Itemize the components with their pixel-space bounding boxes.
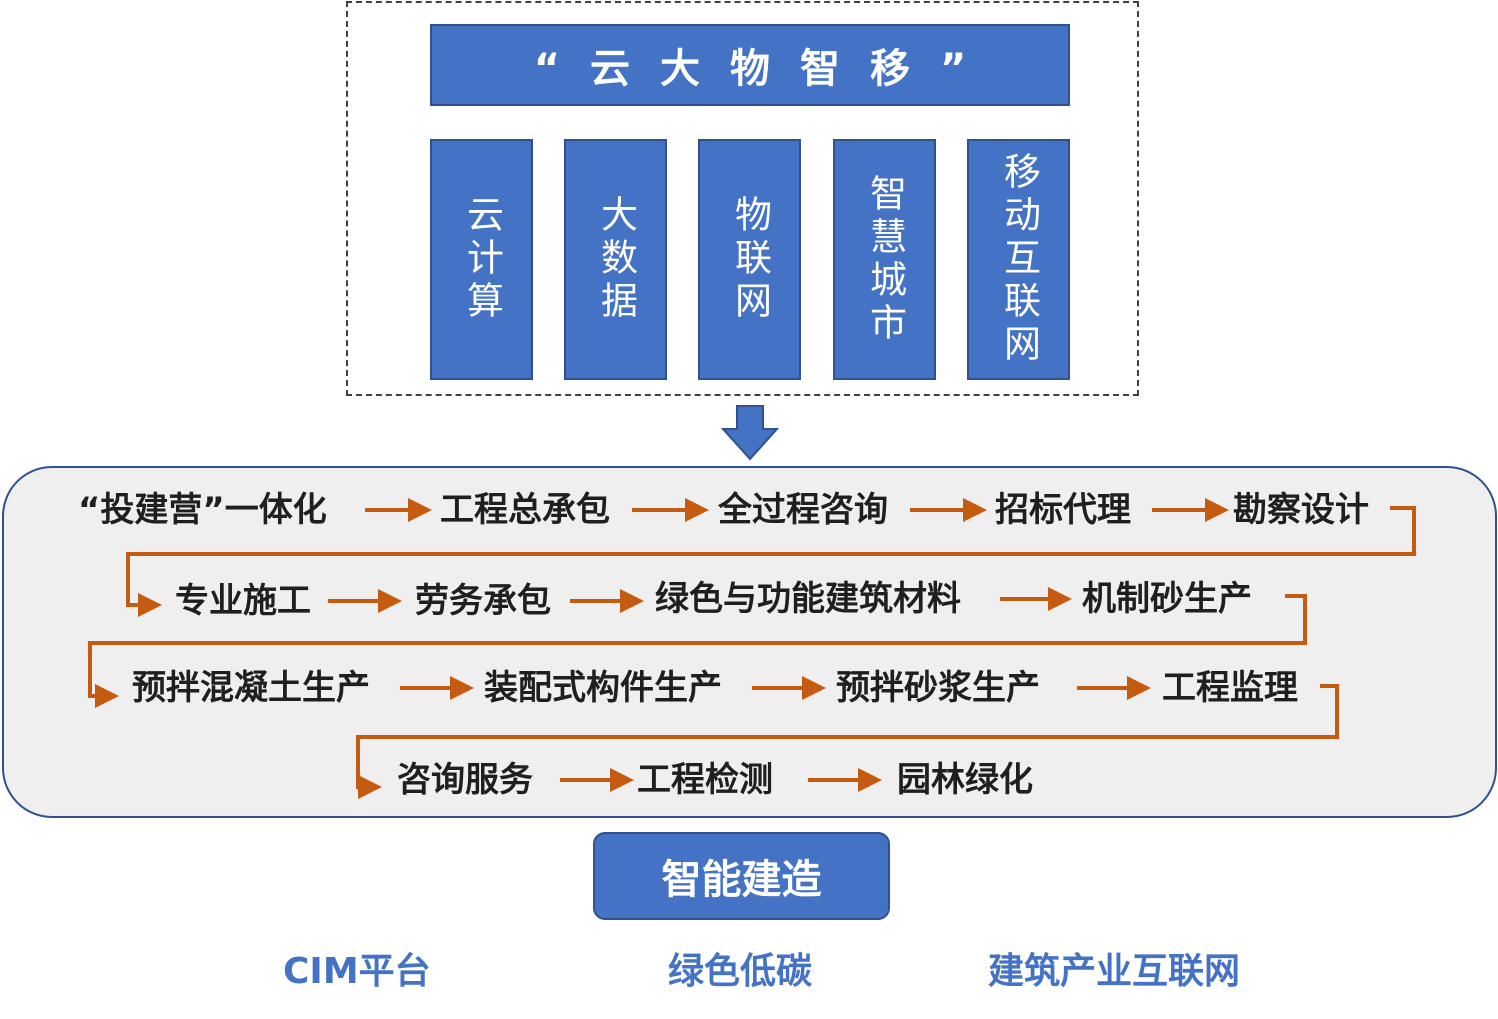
tech-label: 大数据 <box>594 195 638 324</box>
chain-item-consulting-services: 咨询服务 <box>397 760 533 800</box>
tech-box-smart-city: 智慧城市 <box>833 139 936 380</box>
chain-item-whole-process-consulting: 全过程咨询 <box>718 490 888 530</box>
chain-item-epc: 工程总承包 <box>440 490 610 530</box>
tech-label: 云计算 <box>460 195 504 324</box>
chain-item-professional-construction: 专业施工 <box>175 581 311 621</box>
pillar-construction-internet: 建筑产业互联网 <box>988 951 1241 992</box>
smart-construction-box: 智能建造 <box>593 832 890 920</box>
chain-item-labor-contracting: 劳务承包 <box>415 581 551 621</box>
chain-item-bidding-agency: 招标代理 <box>995 490 1131 530</box>
tech-box-big-data: 大数据 <box>564 139 667 380</box>
chain-item-ready-mix-mortar: 预拌砂浆生产 <box>836 668 1040 708</box>
chain-wrap-arrow <box>126 506 1416 617</box>
chain-item-green-materials: 绿色与功能建筑材料 <box>655 579 961 619</box>
tech-box-iot: 物联网 <box>698 139 801 380</box>
down-arrow-icon <box>721 405 779 461</box>
chain-wrap-arrow <box>356 684 1339 799</box>
technology-banner: “云大物智移” <box>430 24 1070 106</box>
chain-item-invest-build-operate: “投建营”一体化 <box>78 490 327 530</box>
tech-box-cloud-computing: 云计算 <box>430 139 533 380</box>
tech-label: 移动互联网 <box>997 152 1041 367</box>
chain-item-survey-design: 勘察设计 <box>1233 490 1369 530</box>
chain-item-engineering-testing: 工程检测 <box>637 760 773 800</box>
pillar-green-low-carbon: 绿色低碳 <box>668 951 813 992</box>
technology-frame <box>346 1 1139 396</box>
tech-label: 智慧城市 <box>863 173 907 346</box>
chain-wrap-arrow <box>88 594 1307 708</box>
chain-item-ready-mix-concrete: 预拌混凝土生产 <box>132 668 370 708</box>
chain-item-engineering-supervision: 工程监理 <box>1162 668 1298 708</box>
chain-item-manufactured-sand: 机制砂生产 <box>1082 579 1252 619</box>
chain-item-landscaping: 园林绿化 <box>897 760 1033 800</box>
chain-item-prefab-components: 装配式构件生产 <box>484 668 722 708</box>
tech-label: 物联网 <box>728 195 772 324</box>
pillar-cim-platform: CIM平台 <box>283 951 431 992</box>
tech-box-mobile-internet: 移动互联网 <box>967 139 1070 380</box>
